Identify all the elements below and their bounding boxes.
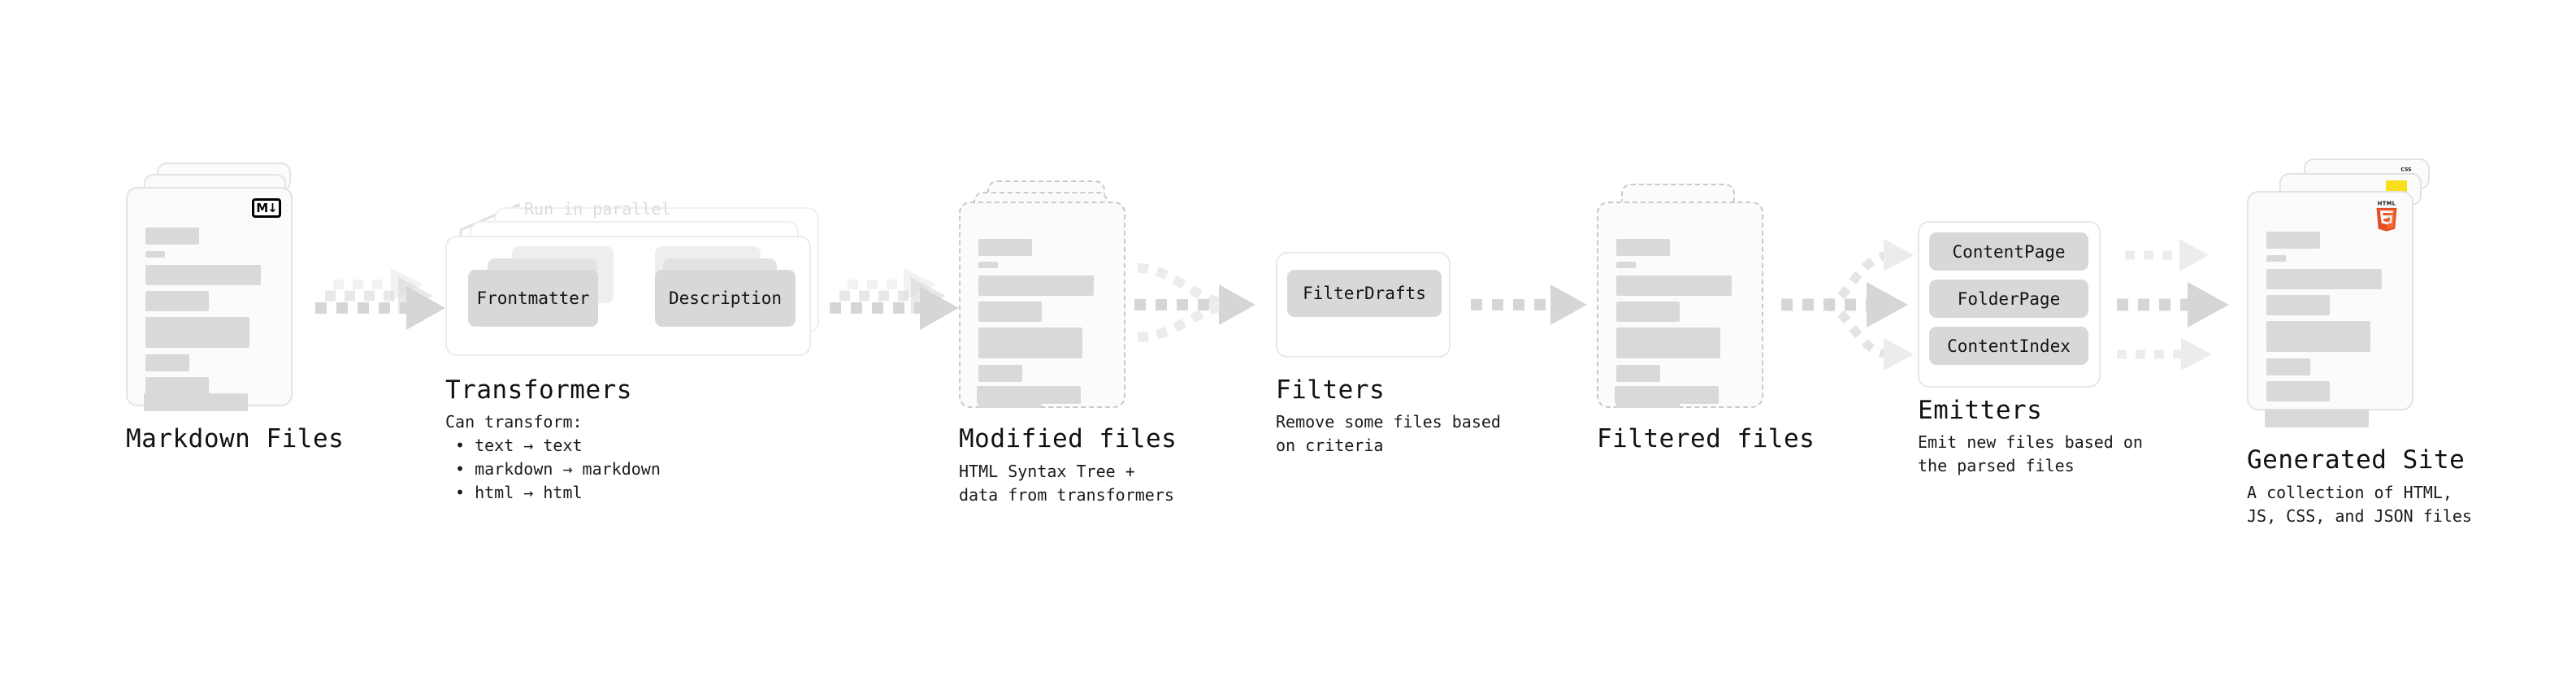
- content-page-chip[interactable]: ContentPage: [1929, 232, 2088, 271]
- run-in-parallel-label: Run in parallel: [524, 199, 671, 219]
- markdown-doc-primary: M↓: [126, 187, 293, 406]
- transformers-bullet-list: • text → text • markdown → markdown • ht…: [455, 434, 661, 505]
- doc-bar: [978, 327, 1082, 358]
- doc-bar: [1615, 386, 1719, 404]
- doc-bar: [2266, 295, 2330, 315]
- arrow-transformers-to-modified: [830, 268, 959, 330]
- transformers-caption: Can transform:: [445, 412, 583, 432]
- doc-bar-last-wrap: [144, 205, 248, 221]
- modified-files-caption: HTML Syntax Tree + data from transformer…: [959, 462, 1174, 505]
- stage-heading-filtered-files: Filtered files: [1597, 424, 1815, 453]
- generated-doc-front: HTML: [2247, 191, 2413, 410]
- arrow-filtered-to-emitters: [1781, 239, 1914, 371]
- doc-bar: [145, 354, 189, 371]
- transformers-group: Frontmatter Description: [445, 207, 827, 366]
- doc-bar: [145, 251, 165, 258]
- arrow-filters-to-filtered: [1471, 284, 1587, 325]
- svg-text:HTML: HTML: [2378, 201, 2396, 207]
- doc-bar: [2266, 381, 2330, 401]
- frontmatter-chip[interactable]: Frontmatter: [468, 270, 598, 327]
- doc-bar: [2266, 255, 2286, 262]
- doc-bar: [977, 386, 1081, 404]
- doc-bar: [978, 301, 1042, 322]
- stage-heading-modified-files: Modified files: [959, 424, 1177, 453]
- transformer-bullet: • text → text: [455, 436, 583, 455]
- transformer-bullet: • html → html: [455, 483, 583, 502]
- doc-bar: [145, 317, 249, 348]
- markdown-doc-face: M↓: [126, 187, 293, 406]
- html5-badge-icon: HTML: [2376, 201, 2397, 232]
- modified-files-stack: [959, 180, 1146, 412]
- filtered-doc-front: [1597, 202, 1763, 408]
- doc-bar: [978, 365, 1022, 382]
- arrow-modified-to-filters: [1134, 263, 1255, 342]
- doc-bar: [2265, 410, 2369, 427]
- doc-bar: [2266, 232, 2320, 249]
- arrow-markdown-to-transformers: [315, 268, 445, 330]
- doc-bar: [144, 393, 248, 411]
- filtered-files-stack: [1597, 180, 1784, 412]
- doc-bar: [145, 291, 209, 311]
- doc-bar: [978, 275, 1094, 296]
- stage-heading-generated-site: Generated Site: [2247, 445, 2465, 475]
- doc-bar: [1616, 275, 1732, 296]
- doc-bar: [1616, 262, 1636, 268]
- generated-site-caption: A collection of HTML, JS, CSS, and JSON …: [2247, 483, 2472, 526]
- arrow-emitters-to-site: [2117, 239, 2229, 371]
- description-chip[interactable]: Description: [655, 270, 796, 327]
- stage-heading-filters: Filters: [1276, 375, 1386, 405]
- doc-bar: [1616, 365, 1660, 382]
- stage-heading-markdown-files: Markdown Files: [126, 424, 345, 453]
- doc-bar: [978, 239, 1032, 256]
- filters-group: FilterDrafts: [1276, 252, 1455, 358]
- stage-heading-transformers: Transformers: [445, 375, 632, 405]
- doc-bar: [2266, 358, 2310, 375]
- doc-bar: [1616, 239, 1670, 256]
- generated-site-stack: CSS HTML: [2247, 158, 2450, 410]
- doc-bar: [1616, 301, 1680, 322]
- doc-bar: [2266, 321, 2370, 352]
- svg-text:CSS: CSS: [2400, 167, 2411, 173]
- emitters-group: ContentPage FolderPage ContentIndex: [1918, 221, 2121, 392]
- doc-bar: [145, 228, 199, 245]
- content-index-chip[interactable]: ContentIndex: [1929, 327, 2088, 365]
- emitters-caption: Emit new files based on the parsed files: [1918, 432, 2143, 475]
- doc-bar: [1616, 327, 1720, 358]
- transformer-bullet: • markdown → markdown: [455, 459, 661, 479]
- stage-heading-emitters: Emitters: [1918, 396, 2043, 425]
- filters-caption: Remove some files based on criteria: [1276, 412, 1501, 455]
- filter-drafts-chip[interactable]: FilterDrafts: [1287, 270, 1442, 317]
- doc-bar: [2266, 269, 2382, 289]
- doc-bar: [978, 262, 998, 268]
- markdown-badge-icon-main: M↓: [252, 198, 281, 218]
- folder-page-chip[interactable]: FolderPage: [1929, 280, 2088, 318]
- doc-bar: [145, 265, 261, 285]
- modified-doc-front: [959, 202, 1125, 408]
- generated-doc-back-1: [2279, 173, 2422, 206]
